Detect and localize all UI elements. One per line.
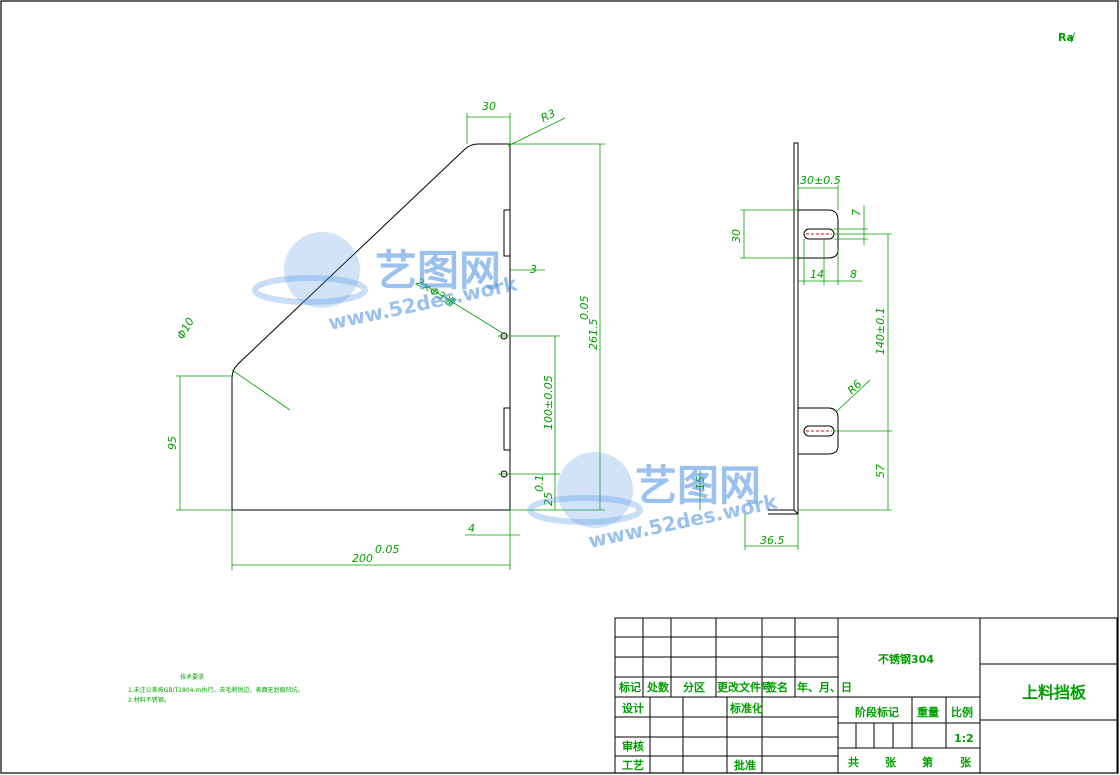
tb-header-zone: 分区 xyxy=(683,680,705,694)
watermark-cn: 艺图网 xyxy=(375,246,501,295)
dim-hole-spacing: 100±0.05 xyxy=(542,375,555,430)
side-upper-tab xyxy=(798,209,839,259)
dim-total-height: 261.5 xyxy=(587,319,600,351)
tb-header-doc: 更改文件号 xyxy=(717,680,772,694)
tb-scale-label: 比例 xyxy=(951,705,973,719)
front-outline xyxy=(231,143,511,511)
dim-bottom-offset: 57 xyxy=(874,464,887,478)
tb-review: 审核 xyxy=(622,739,644,753)
side-lower-tab xyxy=(798,407,839,455)
dim-slot-offset: 14 xyxy=(810,268,824,281)
tb-weight: 重量 xyxy=(917,705,939,719)
tb-sheet-no: 第 xyxy=(922,755,933,769)
front-slot-bottom xyxy=(503,407,511,451)
front-slot-top xyxy=(503,209,511,257)
tb-header-date: 年、月、日 xyxy=(797,680,852,694)
title-block: 标记 处数 分区 更改文件号 签名 年、月、日 设计 标准化 审核 工艺 批准 … xyxy=(614,617,1118,774)
side-dimensions: 30±0.5 30 7 14 8 140±0.1 R6 57 15 xyxy=(694,174,892,550)
front-view xyxy=(231,143,511,511)
dim-slot-spacing: 140±0.1 xyxy=(874,307,887,355)
dim-slot-radius: R6 xyxy=(845,378,865,398)
tb-process: 工艺 xyxy=(622,758,644,772)
tb-header-count: 处数 xyxy=(646,680,670,694)
tb-design: 设计 xyxy=(622,701,644,715)
roughness-symbol: Ra xyxy=(1058,31,1074,44)
technical-notes: 技术要求 1.未注公差按GB/T1804-m执行。去毛刺锐边，表面无划痕凹坑。 … xyxy=(128,673,303,704)
dim-total-width: 200 xyxy=(352,552,373,565)
dim-left-height: 95 xyxy=(166,436,179,450)
tb-header-sign: 签名 xyxy=(765,680,788,694)
side-outline xyxy=(793,142,799,516)
dim-bottom-hole: 25 xyxy=(542,492,555,506)
dim-top-width: 30 xyxy=(482,100,496,113)
tb-total: 共 xyxy=(848,755,859,769)
dim-flange-width: 36.5 xyxy=(760,534,785,547)
notes-line-2: 2.材料不锈钢。 xyxy=(128,696,170,704)
watermark-globe-icon-2 xyxy=(557,452,633,528)
side-view xyxy=(768,142,839,516)
dim-slot-width: 7 xyxy=(850,209,863,216)
dim-chamfer-hole: Φ10 xyxy=(174,315,197,341)
tb-approve: 批准 xyxy=(734,758,756,772)
dim-bend-height: 15 xyxy=(694,476,707,490)
dim-bottom-hole-tol: 0.1 xyxy=(533,475,546,493)
dim-thickness: 4 xyxy=(468,522,475,535)
tb-material: 不锈钢304 xyxy=(878,652,934,666)
dim-corner-radius: R3 xyxy=(539,107,558,125)
dim-slot-radius-w: 8 xyxy=(850,268,857,281)
tb-standardize: 标准化 xyxy=(729,701,763,715)
tb-sheets: 张 xyxy=(885,755,897,769)
dim-total-width-tol: 0.05 xyxy=(375,543,400,556)
dim-slot-depth: 3 xyxy=(530,263,537,276)
notes-line-1: 1.未注公差按GB/T1804-m执行。去毛刺锐边，表面无划痕凹坑。 xyxy=(128,686,303,694)
tb-header-mark: 标记 xyxy=(618,680,641,694)
notes-title: 技术要求 xyxy=(180,673,204,681)
tb-sheet: 张 xyxy=(960,755,972,769)
tb-part-name: 上料挡板 xyxy=(1022,683,1087,702)
front-dimensions: 30 R3 Φ10 95 200 0.05 4 3 2×Φ3通 261.5 0.… xyxy=(166,100,605,570)
watermark-globe-icon xyxy=(284,232,360,308)
tb-stage-mark: 阶段标记 xyxy=(855,705,899,719)
dim-slot-length: 30±0.5 xyxy=(800,174,841,187)
dim-slot-height: 30 xyxy=(730,229,743,243)
tb-scale-value: 1:2 xyxy=(954,732,974,745)
dim-total-height-tol: 0.05 xyxy=(578,296,591,321)
watermark-2: 艺图网 www.52des.work xyxy=(527,452,780,553)
roughness-check: √ xyxy=(1068,32,1076,45)
watermark-cn-2: 艺图网 xyxy=(635,461,761,510)
